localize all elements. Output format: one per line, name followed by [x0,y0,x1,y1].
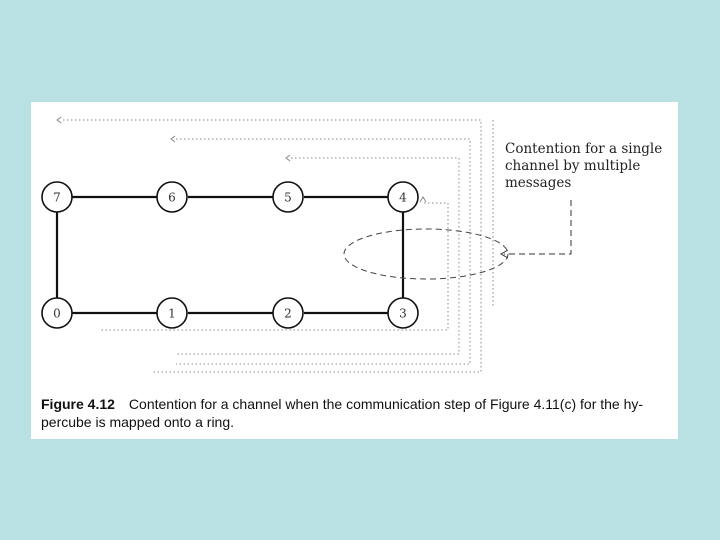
node-4: 4 [387,181,419,213]
caption-line-1: Contention for a channel when the commun… [128,396,644,412]
node-0: 0 [41,297,73,329]
node-1: 1 [156,297,188,329]
node-3: 3 [387,297,419,329]
node-label: 0 [53,307,61,321]
node-label: 6 [168,191,176,205]
node-5: 5 [272,181,304,213]
node-label: 4 [399,191,407,205]
annotation-pointer [499,200,572,259]
caption-line-2: percube is mapped onto a ring. [41,414,235,430]
annotation-line-2: channel by multiple [505,158,640,174]
pointer-line [504,200,572,255]
node-label: 2 [284,307,292,321]
message-path-outer [63,119,482,373]
figure-panel: 7 6 5 4 0 [31,102,678,439]
message-path-inner [101,202,449,331]
node-2: 2 [272,297,304,329]
contention-ellipse [343,228,509,280]
node-7: 7 [41,181,73,213]
node-label: 7 [53,191,61,205]
annotation-line-3: messages [505,175,571,191]
pointer-arrowhead [499,249,509,259]
arrowhead-second [170,135,176,143]
arrowhead-inner [419,196,427,203]
ring-nodes: 7 6 5 4 0 [41,181,419,329]
ring-contention-diagram: 7 6 5 4 0 [41,116,662,373]
arrowhead-outer [56,116,62,124]
annotation-line-1: Contention for a single [505,141,662,157]
ring-edges [55,195,405,315]
node-label: 1 [168,307,176,321]
node-label: 3 [399,307,407,321]
node-6: 6 [156,181,188,213]
contention-annotation: Contention for a single channel by multi… [505,141,662,191]
figure-number: Figure 4.12 [41,396,115,412]
path-arrowheads [56,116,427,203]
figure-caption: Figure 4.12 Contention for a channel when… [41,395,666,431]
arrowhead-third [285,154,291,162]
node-label: 5 [284,191,292,205]
message-paths [63,119,494,373]
message-path-third [176,157,460,355]
